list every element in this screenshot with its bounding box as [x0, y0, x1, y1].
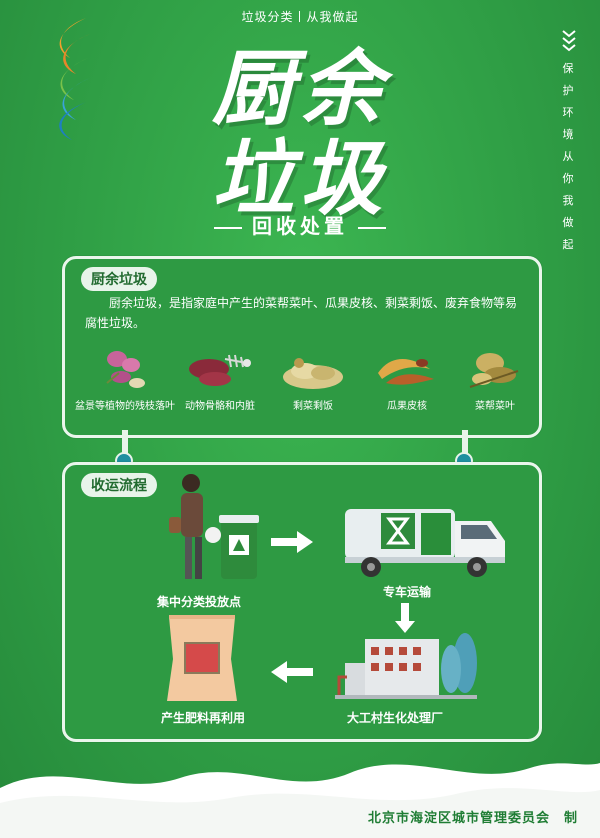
processing-plant-icon — [335, 633, 477, 699]
kitchen-waste-description: 厨余垃圾，是指家庭中产生的菜帮菜叶、瓜果皮核、剩菜剩饭、废弃食物等易腐性垃圾。 — [85, 296, 518, 330]
garbage-truck-icon — [345, 509, 505, 577]
vegetable-leaves-icon — [469, 353, 519, 388]
arrow-down-icon — [395, 603, 415, 633]
arrow-left-icon — [271, 661, 313, 683]
fish-bone-icon — [189, 354, 251, 386]
arrow-right-icon — [271, 531, 313, 553]
collection-process-panel: 收运流程 集中分类投放点 专车运输 — [62, 462, 542, 742]
top-tagline: 垃圾分类丨从我做起 — [241, 10, 359, 24]
leftover-food-icon — [283, 358, 343, 389]
person-with-bin-icon — [169, 474, 259, 579]
subtitle-text: 回收处置 — [252, 214, 348, 238]
waste-item: 动物骨骼和内脏 — [170, 343, 270, 412]
subtitle-dash-left — [214, 226, 242, 229]
panel-label-collection-process: 收运流程 — [81, 473, 157, 497]
footer-credit: 北京市海淀区城市管理委员会 制 — [367, 811, 578, 826]
waste-item-label: 动物骨骼和内脏 — [185, 401, 255, 412]
step-label-transport: 专车运输 — [383, 585, 432, 599]
waste-item: 盆景等植物的残枝落叶 — [75, 343, 175, 412]
subtitle: 回收处置 — [0, 210, 600, 239]
bottom-wave — [0, 763, 600, 838]
fruit-peel-icon — [378, 359, 434, 385]
waste-item-label: 瓜果皮核 — [387, 401, 427, 412]
step-label-processing-plant: 大工村生化处理厂 — [347, 711, 444, 725]
waste-item-label: 盆景等植物的残枝落叶 — [75, 401, 175, 412]
waste-item: 剩菜剩饭 — [263, 343, 363, 412]
connector-right — [462, 430, 468, 464]
waste-item-label: 剩菜剩饭 — [293, 401, 333, 412]
title-line-1: 厨余 — [212, 42, 388, 137]
waste-items: 盆景等植物的残枝落叶 动物骨骼和内脏 剩菜剩饭 — [75, 343, 529, 423]
fertilizer-sack-icon — [167, 615, 237, 701]
kitchen-waste-panel: 厨余垃圾 厨余垃圾，是指家庭中产生的菜帮菜叶、瓜果皮核、剩菜剩饭、废弃食物等易腐… — [62, 256, 542, 438]
subtitle-dash-right — [358, 226, 386, 229]
panel-label-kitchen-waste: 厨余垃圾 — [81, 267, 157, 291]
waste-item-label: 菜帮菜叶 — [475, 401, 515, 412]
plant-leaves-icon — [106, 351, 145, 388]
waste-item: 瓜果皮核 — [357, 343, 457, 412]
triple-chevron-down-icon — [562, 30, 576, 52]
title-line-2: 垃圾 — [212, 132, 388, 227]
waste-item: 菜帮菜叶 — [445, 343, 545, 412]
connector-left — [122, 430, 128, 464]
side-slogan: 保护环境从你我做起 — [562, 62, 574, 251]
step-label-drop-off: 集中分类投放点 — [157, 595, 242, 609]
step-label-fertilizer-reuse: 产生肥料再利用 — [161, 711, 246, 725]
